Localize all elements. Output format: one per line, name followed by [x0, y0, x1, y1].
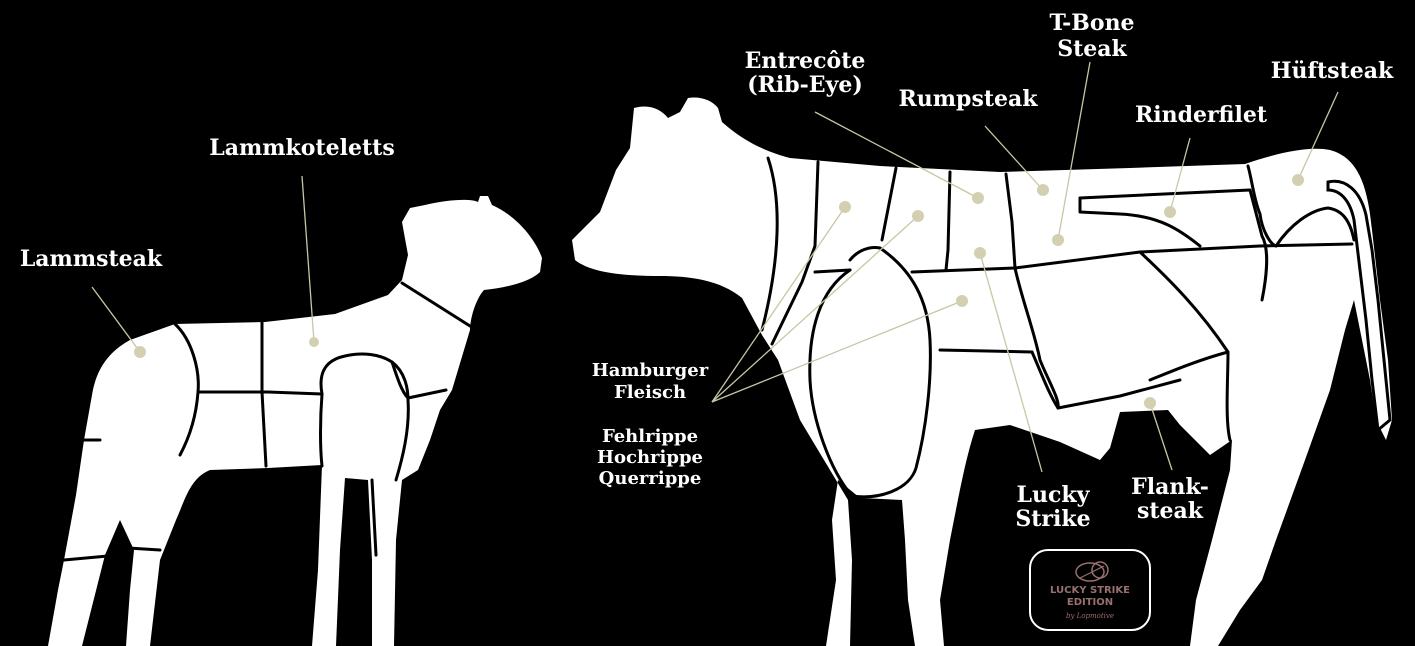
label-lammkoteletts: Lammkoteletts — [209, 135, 394, 161]
dot-flanksteak — [1144, 397, 1156, 409]
badge-signature: by Lopmotive — [1066, 612, 1114, 620]
label-lammsteak: Lammsteak — [20, 246, 163, 272]
leader-flanksteak — [1150, 403, 1172, 470]
label-querrippe: Querrippe — [599, 468, 702, 489]
dot-tbone — [1052, 234, 1064, 246]
dot-lammkoteletts — [309, 337, 319, 347]
dot-lucky-strike — [974, 247, 986, 259]
label-fehlrippe: Fehlrippe — [602, 426, 698, 447]
label-lucky-line2: Strike — [1015, 506, 1090, 532]
dot-rumpsteak — [1037, 184, 1049, 196]
label-rinderfilet: Rinderfilet — [1135, 102, 1268, 128]
label-hueftsteak: Hüftsteak — [1271, 58, 1394, 84]
dot-fehlrippe — [912, 210, 924, 222]
badge-line2: EDITION — [1067, 597, 1113, 608]
label-entrecote-line1: Entrecôte — [745, 48, 866, 74]
badge-line1: LUCKY STRIKE — [1050, 585, 1130, 596]
dot-querrippe — [956, 295, 968, 307]
label-flank-line1: Flank- — [1131, 474, 1209, 500]
label-flank-line2: steak — [1137, 498, 1204, 524]
dot-lammsteak — [134, 346, 146, 358]
label-rumpsteak: Rumpsteak — [899, 86, 1039, 112]
label-lucky-line1: Lucky — [1017, 482, 1091, 508]
label-hamburger-line1: Hamburger — [592, 360, 709, 381]
leader-lammsteak — [92, 287, 140, 352]
label-hochrippe: Hochrippe — [597, 447, 703, 468]
label-hamburger-line2: Fleisch — [614, 382, 686, 403]
dot-rinderfilet — [1164, 206, 1176, 218]
label-tbone-line2: Steak — [1057, 36, 1127, 62]
label-entrecote-line2: (Rib-Eye) — [747, 72, 863, 98]
dot-hueftsteak — [1292, 174, 1304, 186]
lucky-strike-badge: LUCKY STRIKE EDITION by Lopmotive — [1030, 550, 1150, 630]
label-tbone-line1: T-Bone — [1049, 10, 1134, 36]
dot-entrecote — [972, 192, 984, 204]
dot-hamburger — [839, 201, 851, 213]
